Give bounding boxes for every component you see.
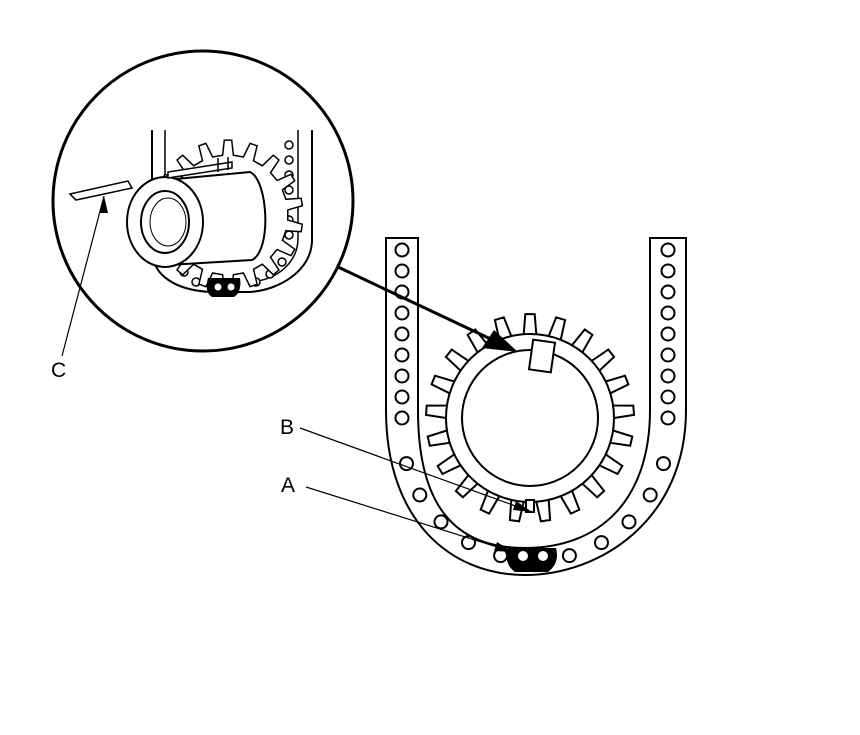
callout-a: A bbox=[281, 474, 514, 553]
chain-roller bbox=[660, 284, 676, 300]
inset-chain-roller bbox=[284, 185, 294, 195]
sprocket-key bbox=[527, 338, 557, 374]
chain-roller bbox=[394, 263, 410, 279]
chain-roller bbox=[660, 263, 676, 279]
chain-roller bbox=[394, 410, 410, 426]
inset-chain-roller bbox=[277, 257, 287, 267]
chain-roller bbox=[594, 535, 609, 551]
sprocket-punch-mark bbox=[525, 499, 535, 513]
callout-c: C bbox=[51, 195, 108, 382]
chain-roller bbox=[394, 347, 410, 363]
chain-roller bbox=[412, 487, 428, 503]
chain-roller bbox=[394, 305, 410, 321]
chain-roller bbox=[394, 368, 410, 384]
colored-chain-link bbox=[506, 548, 557, 572]
chain-roller bbox=[394, 389, 410, 405]
inset-chain-roller bbox=[284, 155, 294, 165]
chain-rollers bbox=[394, 242, 676, 564]
callout-b: B bbox=[280, 416, 533, 513]
chain-roller bbox=[660, 305, 676, 321]
chain-roller bbox=[660, 242, 676, 258]
chain-roller bbox=[656, 456, 671, 472]
detail-arrow bbox=[337, 265, 518, 352]
chain-roller bbox=[642, 487, 658, 503]
inset-chain-roller bbox=[284, 140, 294, 150]
chain-roller bbox=[660, 326, 676, 342]
chain-roller bbox=[394, 326, 410, 342]
chain-roller bbox=[660, 347, 676, 363]
label-b: B bbox=[280, 416, 294, 439]
inset-detail bbox=[51, 49, 355, 353]
chain-roller bbox=[394, 242, 410, 258]
label-c: C bbox=[51, 359, 66, 382]
chain-roller bbox=[660, 410, 676, 426]
chain-roller bbox=[621, 514, 637, 530]
chain-roller bbox=[660, 368, 676, 384]
timing-chain bbox=[385, 237, 687, 577]
inset-chain-roller bbox=[284, 230, 294, 240]
chain-roller bbox=[561, 548, 577, 564]
chain-roller bbox=[433, 514, 449, 530]
chain-roller bbox=[660, 389, 676, 405]
label-a: A bbox=[281, 474, 295, 497]
crankshaft-sprocket bbox=[424, 313, 636, 523]
